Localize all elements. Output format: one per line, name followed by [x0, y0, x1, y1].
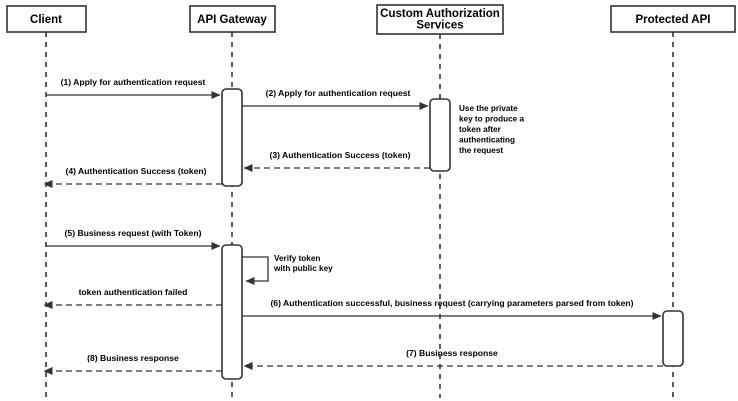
activations-layer [221, 88, 684, 380]
message-msg-1[interactable]: (1) Apply for authentication request [46, 77, 221, 99]
message-msg-4[interactable]: (4) Authentication Success (token) [43, 166, 222, 188]
participant-api-gateway[interactable]: API Gateway [189, 5, 276, 33]
message-label-msg-8: (8) Business response [87, 353, 179, 363]
message-msg-7[interactable]: (7) Business response [243, 348, 663, 370]
participant-protected-api[interactable]: Protected API [610, 5, 736, 33]
message-label-msg-7: (7) Business response [406, 348, 498, 358]
message-msg-6[interactable]: (6) Authentication successful, business … [242, 298, 662, 320]
messages-layer: (1) Apply for authentication request (2) … [43, 77, 663, 375]
message-msg-2[interactable]: (2) Apply for authentication request [242, 88, 429, 110]
message-msg-3[interactable]: (3) Authentication Success (token) [243, 150, 430, 172]
participant-label-api-gateway: API Gateway [197, 14, 267, 26]
participant-client[interactable]: Client [6, 5, 87, 33]
participant-label-protected-api: Protected API [636, 14, 711, 26]
message-label-msg-4: (4) Authentication Success (token) [65, 166, 206, 176]
activation-auth-service-activation [429, 98, 451, 172]
message-msg-token-failed[interactable]: token authentication failed [43, 287, 222, 309]
message-label-msg-1: (1) Apply for authentication request [61, 77, 206, 87]
participant-box-protected-api[interactable] [610, 5, 736, 33]
message-label-msg-token-failed: token authentication failed [79, 287, 188, 297]
participant-label-client: Client [30, 14, 62, 26]
activation-gateway-auth-activation [221, 88, 243, 187]
message-label-msg-6: (6) Authentication successful, business … [270, 298, 633, 308]
message-label-msg-5: (5) Business request (with Token) [65, 228, 202, 238]
message-label-msg-2: (2) Apply for authentication request [266, 88, 411, 98]
activation-gateway-business-activation [221, 244, 243, 380]
message-label-msg-3: (3) Authentication Success (token) [269, 150, 410, 160]
message-msg-5[interactable]: (5) Business request (with Token) [46, 228, 221, 250]
self-message-path-self-verify-token [242, 256, 269, 285]
message-msg-8[interactable]: (8) Business response [43, 353, 222, 375]
activation-protected-api-activation [662, 310, 684, 367]
